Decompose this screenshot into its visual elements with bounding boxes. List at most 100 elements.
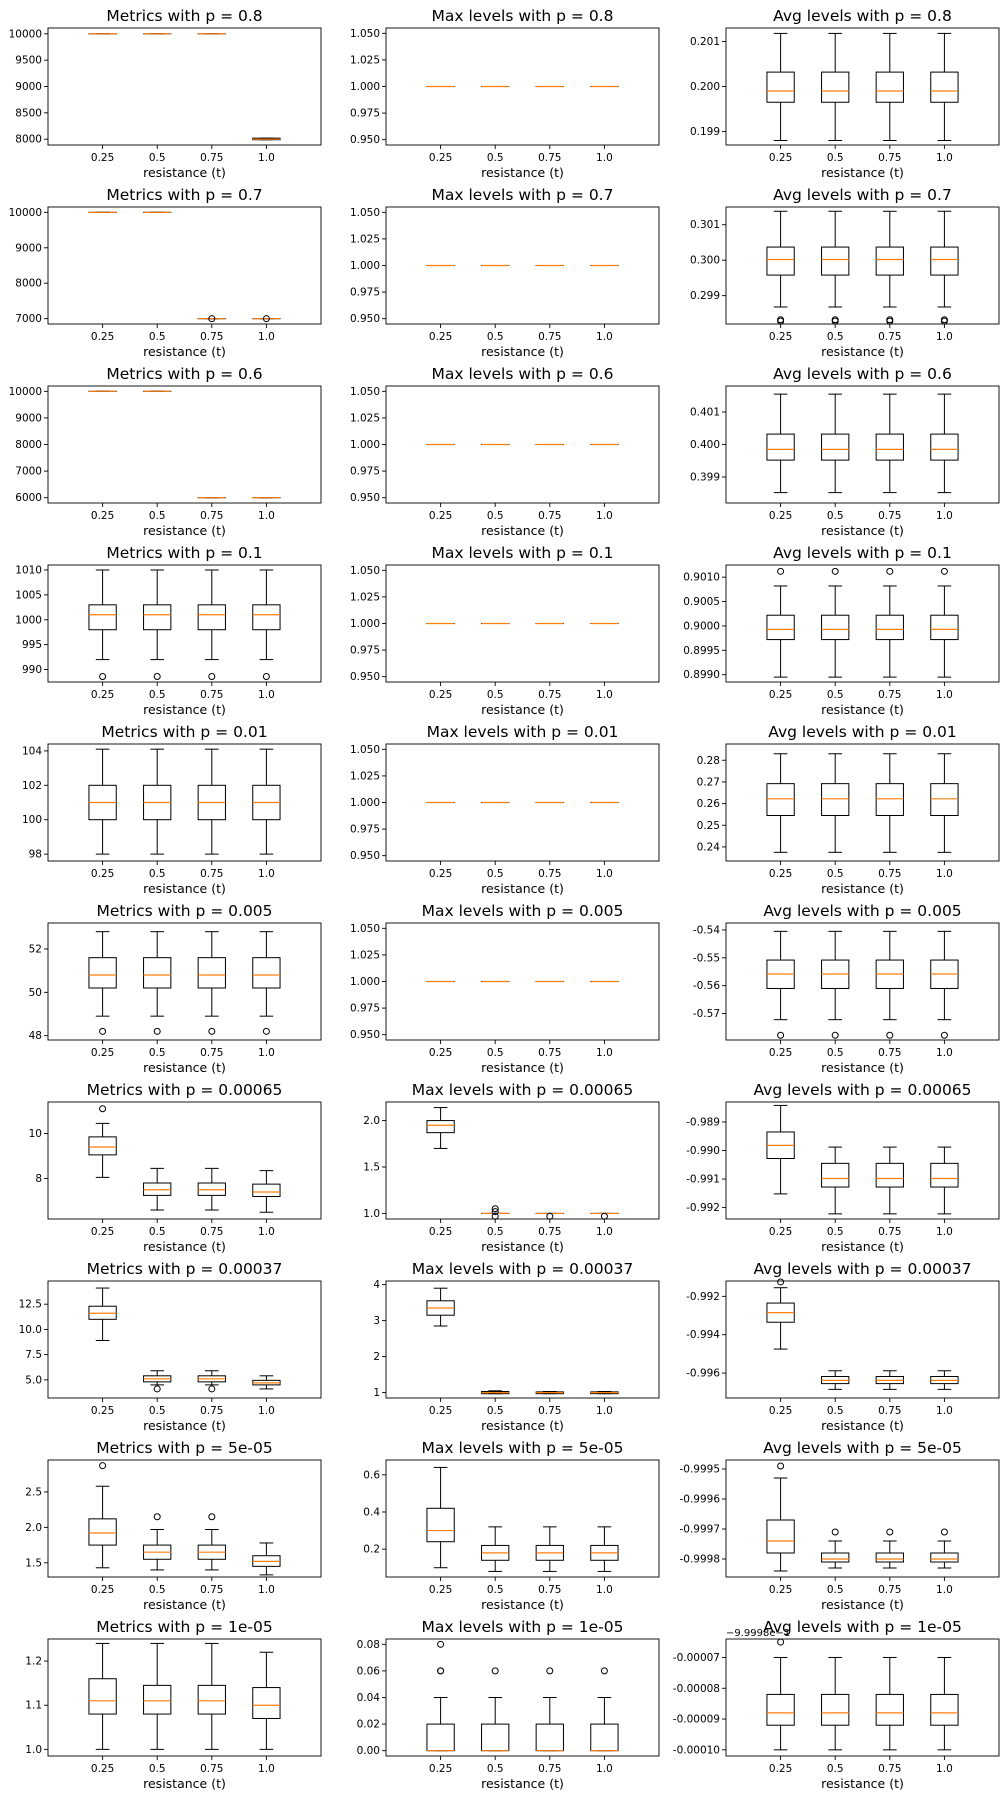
box-0.5 xyxy=(821,210,850,325)
x-tick-label: 0.75 xyxy=(538,1405,561,1417)
box-body xyxy=(821,246,850,276)
boxplot-panel-12: Avg levels with p = 0.10.89900.89950.900… xyxy=(683,544,1000,717)
y-tick-label: 1000 xyxy=(15,614,42,626)
box-0.25 xyxy=(426,1287,455,1327)
box-body xyxy=(875,614,904,641)
box-body xyxy=(426,1507,455,1543)
box-0.75 xyxy=(875,1370,904,1390)
y-tick-label: 0.8995 xyxy=(683,645,720,657)
x-tick-label: 0.25 xyxy=(429,1226,452,1238)
boxplot-panel-27: Avg levels with p = 5e-05-0.9998-0.9997-… xyxy=(679,1439,1000,1612)
axes-frame xyxy=(725,206,1000,325)
box-body xyxy=(930,614,959,641)
x-tick-label: 0.75 xyxy=(200,510,223,522)
y-tick-label: 50 xyxy=(29,987,42,999)
x-tick-label: 1.0 xyxy=(936,868,953,880)
outlier-point xyxy=(99,1105,107,1113)
x-axis-label: resistance (t) xyxy=(143,165,226,180)
box-0.75 xyxy=(875,753,904,853)
y-tick-label: -0.56 xyxy=(693,980,720,992)
x-tick-label: 1.0 xyxy=(936,1584,953,1596)
y-tick-label: -0.00009 xyxy=(673,1714,720,1726)
y-tick-label: 1.025 xyxy=(350,949,380,961)
outlier-point xyxy=(99,673,107,681)
x-tick-label: 0.75 xyxy=(538,331,561,343)
panel-title: Max levels with p = 0.6 xyxy=(432,365,614,383)
axes-frame xyxy=(725,1280,1000,1399)
box-body xyxy=(930,246,959,276)
x-tick-label: 0.25 xyxy=(429,331,452,343)
box-0.75 xyxy=(197,1370,226,1393)
outlier-point xyxy=(886,1031,894,1039)
box-body xyxy=(875,433,904,461)
box-0.25 xyxy=(766,393,795,494)
y-tick-label: 1.000 xyxy=(350,260,380,272)
y-tick-label: 0.6 xyxy=(363,1469,380,1481)
box-0.25 xyxy=(766,32,795,141)
box-1.0 xyxy=(252,1170,281,1213)
y-tick-label: 0.24 xyxy=(697,841,721,853)
box-1.0 xyxy=(590,1212,619,1220)
y-tick-label: 8000 xyxy=(15,439,42,451)
box-0.5 xyxy=(821,1528,850,1569)
panel-title: Metrics with p = 0.00065 xyxy=(87,1081,283,1099)
y-tick-label: 0.200 xyxy=(690,81,720,93)
box-1.0 xyxy=(252,748,281,855)
y-tick-label: -0.57 xyxy=(693,1008,720,1020)
box-body xyxy=(197,957,226,989)
y-tick-label: 0.975 xyxy=(350,824,380,836)
x-tick-label: 0.5 xyxy=(487,1226,504,1238)
box-0.25 xyxy=(426,1640,455,1752)
outlier-point xyxy=(886,316,894,324)
box-0.25 xyxy=(766,1638,795,1751)
panel-title: Metrics with p = 0.00037 xyxy=(87,1260,283,1278)
box-body xyxy=(766,1519,795,1554)
box-0.25 xyxy=(766,1278,795,1350)
x-tick-label: 0.75 xyxy=(200,152,223,164)
panel-title: Max levels with p = 0.01 xyxy=(427,723,619,741)
box-body xyxy=(252,1687,281,1719)
outlier-point xyxy=(208,1027,216,1035)
x-tick-label: 0.25 xyxy=(429,1405,452,1417)
y-tick-label: 0.400 xyxy=(690,439,720,451)
x-tick-label: 0.25 xyxy=(769,1047,792,1059)
x-tick-label: 1.0 xyxy=(596,152,613,164)
y-tick-label: 1.5 xyxy=(25,1557,42,1569)
y-tick-label: 2.5 xyxy=(25,1486,42,1498)
outlier-point xyxy=(153,1027,161,1035)
x-tick-label: 0.25 xyxy=(769,152,792,164)
y-tick-label: 0.975 xyxy=(350,287,380,299)
y-tick-label: 10000 xyxy=(9,386,42,398)
outlier-point xyxy=(546,1212,554,1220)
boxplot-panel-18: Avg levels with p = 0.005-0.57-0.56-0.55… xyxy=(693,902,1000,1075)
axes-frame xyxy=(725,743,1000,862)
panel-title: Avg levels with p = 0.00037 xyxy=(753,1260,971,1278)
box-0.25 xyxy=(426,1466,455,1569)
x-tick-label: 0.75 xyxy=(878,1047,901,1059)
box-0.5 xyxy=(821,393,850,494)
outlier-point xyxy=(262,1027,270,1035)
y-tick-label: 0.950 xyxy=(350,492,380,504)
x-tick-label: 1.0 xyxy=(936,1763,953,1775)
y-tick-label: -0.989 xyxy=(686,1116,720,1128)
x-tick-label: 1.0 xyxy=(258,510,275,522)
box-body xyxy=(143,957,172,989)
x-tick-label: 0.75 xyxy=(200,868,223,880)
box-0.75 xyxy=(875,1656,904,1751)
panel-title: Metrics with p = 0.6 xyxy=(106,365,262,383)
boxplot-panel-7: Metrics with p = 0.660007000800090001000… xyxy=(9,365,322,538)
box-0.25 xyxy=(766,1104,795,1195)
box-1.0 xyxy=(252,1542,281,1576)
panel-title: Avg levels with p = 0.01 xyxy=(768,723,957,741)
box-0.5 xyxy=(143,1370,172,1393)
box-1.0 xyxy=(930,567,959,678)
y-tick-label: 10000 xyxy=(9,28,42,40)
box-0.5 xyxy=(821,930,850,1039)
box-body xyxy=(590,1723,619,1752)
box-0.75 xyxy=(197,1167,226,1211)
x-tick-label: 0.75 xyxy=(878,868,901,880)
y-tick-label: 1 xyxy=(373,1387,380,1399)
box-0.5 xyxy=(821,753,850,853)
x-tick-label: 0.5 xyxy=(827,1226,844,1238)
